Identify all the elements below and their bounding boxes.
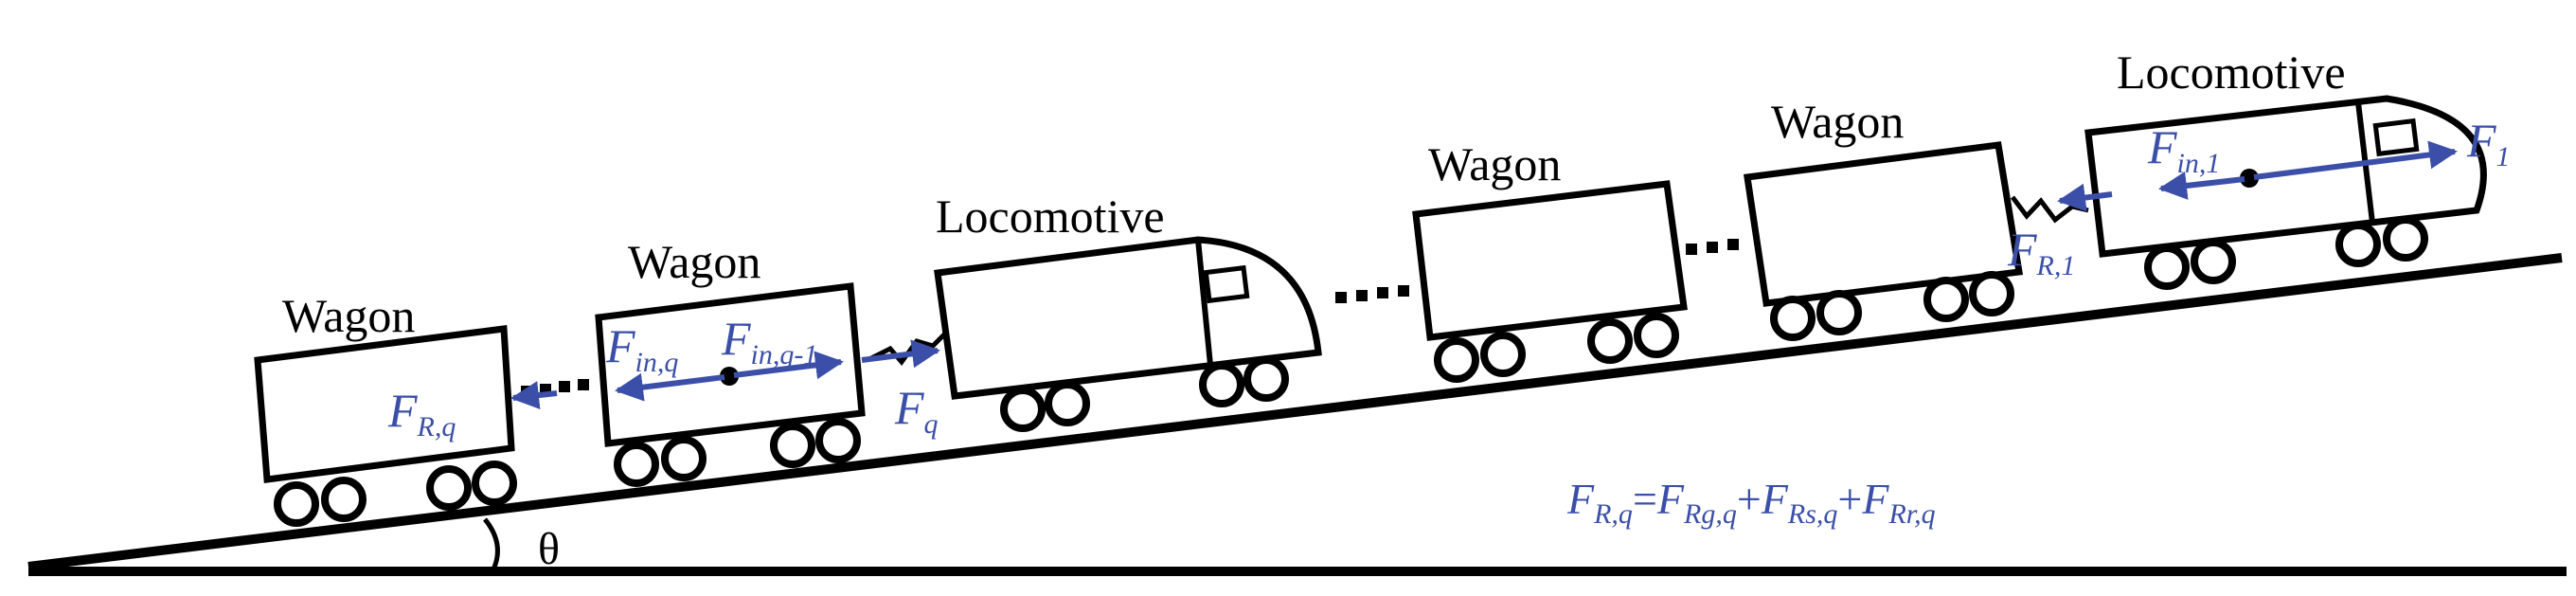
wheel	[2383, 216, 2428, 262]
force-label-F-in-q-minus-1: Fin,q-1	[721, 312, 817, 370]
force-arrow-F-Rq	[510, 381, 558, 409]
wagon-2-body	[595, 282, 866, 447]
wheel	[661, 436, 707, 481]
locomotive-lead-label: Locomotive	[2117, 45, 2346, 99]
locomotive-mid-label: Locomotive	[936, 190, 1165, 243]
force-arrow-F-1	[2253, 140, 2458, 180]
wheel	[1634, 313, 1679, 358]
wagon-1-body	[254, 325, 515, 483]
wheel	[1923, 277, 1969, 322]
wheel	[2144, 244, 2190, 290]
wagon-2-label: Wagon	[628, 235, 760, 288]
wagon-3-label: Wagon	[1428, 137, 1561, 190]
wheel	[274, 481, 319, 527]
force-label-F-q: Fq	[894, 381, 939, 440]
force-arrow-F-in-q-minus-1	[733, 351, 844, 380]
center-of-mass-dot	[2240, 169, 2259, 188]
force-label-F-in-q: Fin,q	[605, 319, 678, 378]
wheel	[1199, 362, 1244, 407]
wheel	[1770, 296, 1816, 341]
force-arrow-F-in-1	[2158, 172, 2245, 200]
force-arrow-F-R1	[2057, 183, 2113, 212]
wagon-4	[1744, 141, 2024, 341]
wheel	[614, 442, 659, 487]
wheel	[1969, 271, 2014, 316]
wheel	[2335, 222, 2381, 267]
resistance-equation: FR,q=FRg,q+FRs,q+FRr,q	[1566, 475, 1936, 530]
wheel	[321, 477, 367, 522]
wheel	[472, 461, 517, 506]
wheel	[1045, 381, 1090, 426]
slope-line	[27, 253, 2563, 571]
wheel	[426, 465, 472, 511]
coupling-ellipsis-2	[1335, 285, 1409, 303]
locomotive-lead	[2084, 95, 2487, 290]
coupling-ellipsis-3	[1686, 239, 1739, 255]
force-arrow-F-q	[861, 339, 940, 369]
wheel	[2191, 239, 2236, 284]
wagon-1	[254, 325, 517, 527]
force-label-F-Rq: FR,q	[387, 384, 456, 442]
wheel	[1243, 356, 1289, 402]
center-of-mass-dot	[720, 367, 739, 386]
cab-window	[2372, 117, 2420, 157]
cab-window	[1203, 264, 1250, 304]
force-label-F-in-1: Fin,1	[2147, 120, 2220, 179]
wheel	[1816, 290, 1862, 335]
wheel	[815, 418, 861, 463]
wagon-2	[595, 282, 866, 487]
wagon-4-label: Wagon	[1771, 95, 1904, 148]
angle-label: θ	[538, 524, 560, 574]
angle-arc	[483, 517, 500, 573]
wheel	[1000, 387, 1046, 432]
force-label-F-R1: FR,1	[2007, 223, 2075, 281]
wagon-3	[1412, 180, 1688, 383]
wheel	[1480, 332, 1526, 377]
wheel	[1434, 337, 1479, 383]
wagon-1-label: Wagon	[282, 289, 415, 342]
wagon-3-body	[1412, 180, 1688, 341]
force-arrow-F-in-q	[615, 372, 725, 402]
wagon-4-body	[1744, 141, 2024, 307]
force-label-F-1: F1	[2466, 114, 2511, 172]
wheel	[770, 423, 815, 468]
wheel	[1587, 318, 1633, 364]
locomotive-mid	[934, 236, 1322, 432]
